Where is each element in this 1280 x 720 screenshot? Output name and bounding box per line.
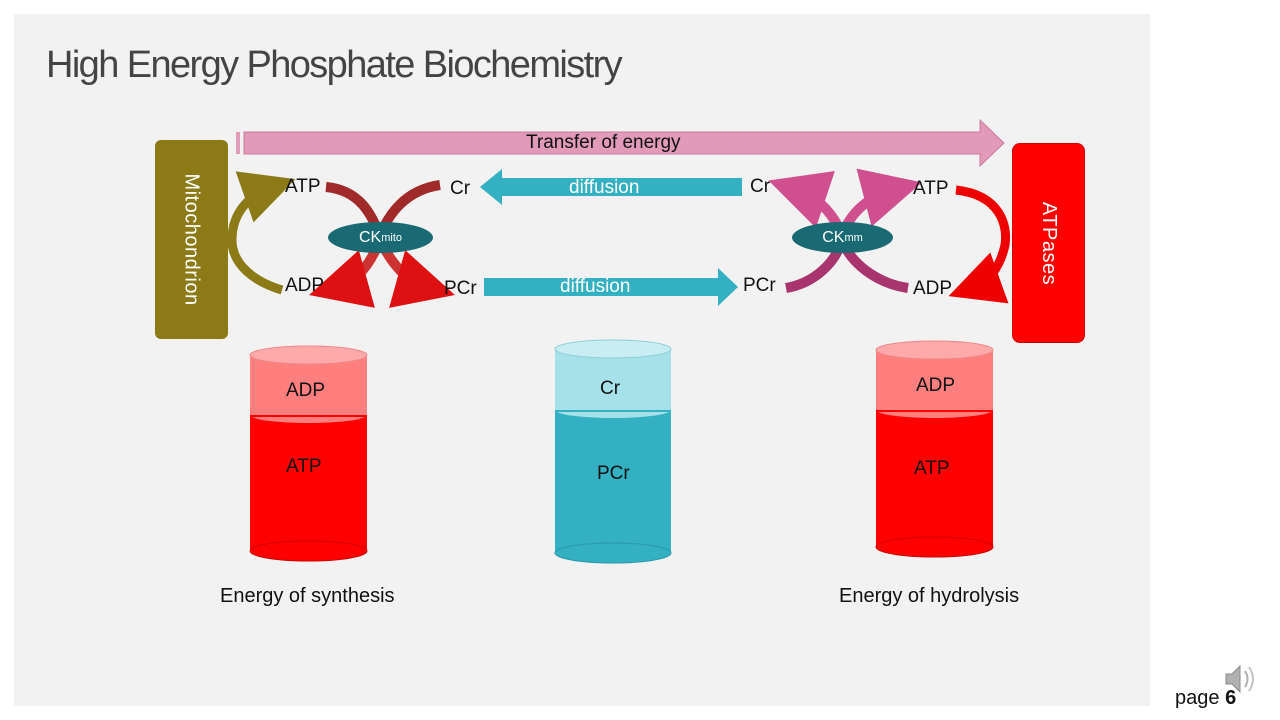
diffusion-arrow-left [480, 169, 742, 205]
atpases-label: ATPases [1038, 201, 1061, 285]
olive-arrow-to-atp [227, 171, 296, 241]
page-number: page 6 [1175, 687, 1236, 710]
diffusion-top-label: diffusion [569, 177, 640, 198]
left-cylinder-atp-label: ATP [286, 456, 322, 477]
transfer-of-energy-label: Transfer of energy [526, 132, 681, 153]
slide-title: High Energy Phosphate Biochemistry [46, 44, 623, 86]
transfer-of-energy-arrow [236, 118, 1005, 168]
right-cylinder-adp-label: ADP [916, 375, 956, 396]
right-cr-label: Cr [750, 176, 771, 197]
middle-cylinder-pcr-label: PCr [597, 463, 630, 484]
diffusion-arrow-right [484, 268, 738, 306]
ck-mm-sub: mm [844, 231, 863, 244]
mitochondrion-label: Mitochondrion [181, 173, 203, 306]
left-pcr-label: PCr [444, 278, 477, 299]
caption-energy-of-synthesis: Energy of synthesis [220, 585, 395, 607]
left-atp-label: ATP [285, 176, 321, 197]
left-cr-label: Cr [450, 178, 471, 199]
ck-mito-main: CK [358, 228, 382, 246]
atpases-box: ATPases [1012, 143, 1085, 343]
left-adp-label: ADP [285, 275, 325, 296]
mitochondrion-box: Mitochondrion [155, 140, 228, 339]
right-pcr-label: PCr [743, 275, 776, 296]
ck-mito-sub: mito [381, 231, 402, 244]
speaker-icon[interactable] [1225, 664, 1254, 694]
page-number-value: 6 [1225, 687, 1237, 709]
right-cylinder-atp-label: ATP [914, 458, 950, 479]
olive-arrow-from-adp [227, 239, 284, 295]
right-atp-label: ATP [913, 178, 949, 199]
middle-cylinder-cr-label: Cr [600, 378, 621, 399]
diffusion-bottom-label: diffusion [560, 276, 631, 297]
left-cylinder-adp-label: ADP [286, 380, 326, 401]
red-arrow-atp-to-adp [948, 185, 1011, 304]
cylinder-middle [554, 339, 672, 564]
right-adp-label: ADP [913, 278, 953, 299]
ck-mm-main: CK [822, 228, 845, 246]
cylinder-left [249, 345, 368, 562]
caption-energy-of-hydrolysis: Energy of hydrolysis [839, 585, 1020, 607]
cylinder-right [875, 340, 994, 558]
page-prefix: page [1175, 687, 1220, 709]
